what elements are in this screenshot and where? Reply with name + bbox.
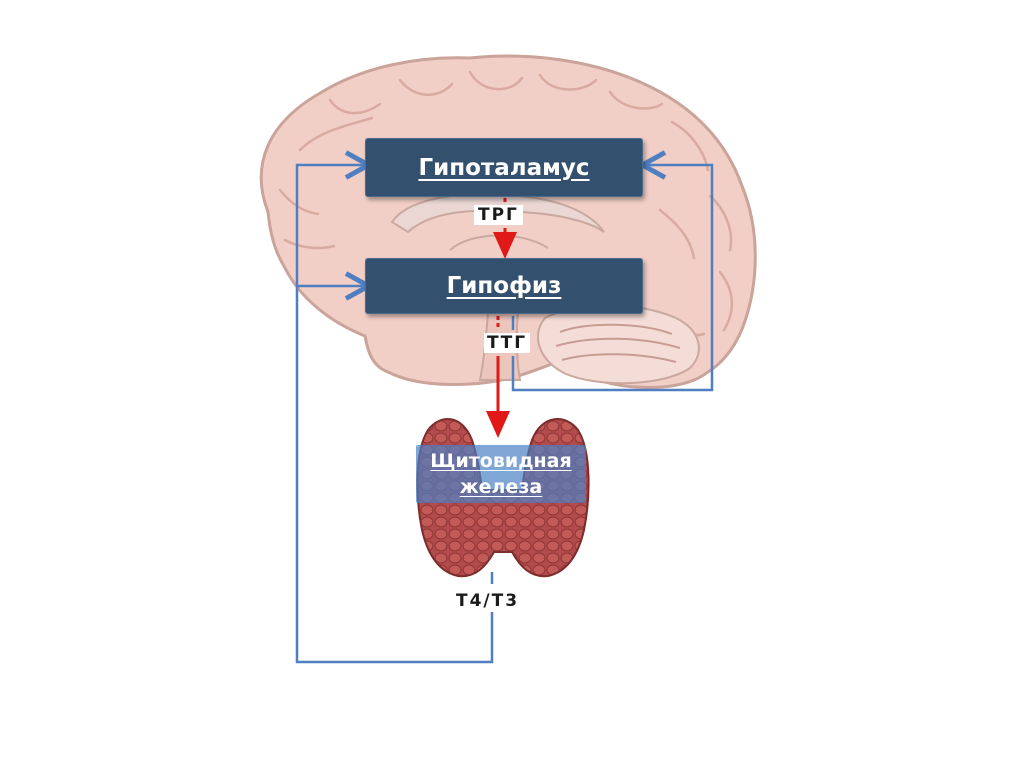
hypothalamus-box: Гипоталамус — [365, 138, 643, 197]
hormone-t4t3-label: Т4/Т3 — [456, 591, 520, 611]
stimulation-arrows — [486, 198, 517, 438]
hormone-ttg-label: ТТГ — [484, 333, 531, 353]
hormone-trg-label: ТРГ — [474, 205, 523, 225]
pituitary-label: Гипофиз — [446, 273, 562, 299]
feedback-lines — [295, 165, 714, 664]
thyroid-label-box: Щитовидная железа — [416, 445, 586, 503]
thyroid-label-line1: Щитовидная — [430, 450, 572, 472]
hypothalamus-label: Гипоталамус — [418, 154, 590, 181]
thyroid-label-line2: железа — [459, 476, 543, 498]
pituitary-box: Гипофиз — [365, 258, 643, 314]
